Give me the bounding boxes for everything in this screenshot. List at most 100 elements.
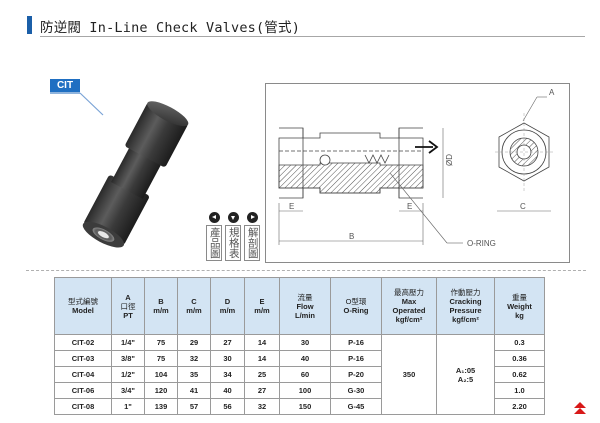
cell-weight: 2.20 — [494, 398, 545, 415]
cell-model: CIT-02 — [54, 334, 112, 351]
cell-pt: 3/4" — [111, 382, 145, 399]
col-header-b: B m/m — [144, 277, 178, 335]
cell-flow: 30 — [279, 334, 331, 351]
header-zh: 流量 — [297, 292, 313, 302]
nav-label-text: 產品圖 — [208, 227, 221, 259]
header-zh: 口徑 — [120, 301, 136, 311]
nav-spec-table[interactable]: 規格表 — [225, 212, 241, 261]
col-header-max-pressure: 最高壓力 Max Operated kgf/cm² — [381, 277, 437, 335]
cell-oring: G-45 — [330, 398, 382, 415]
table-row: CIT-06 3/4" 120 41 40 27 100 G-30 1.0 — [54, 382, 545, 399]
cell-b: 75 — [144, 350, 178, 367]
header-en: Weight — [507, 301, 532, 311]
header-zh: O型環 — [345, 297, 367, 306]
cell-b: 104 — [144, 366, 178, 383]
header-unit: kgf/cm² — [452, 315, 479, 324]
col-header-d: D m/m — [210, 277, 245, 335]
cell-flow: 150 — [279, 398, 331, 415]
cell-c: 41 — [177, 382, 211, 399]
title-marker — [27, 16, 32, 34]
cell-weight: 0.3 — [494, 334, 545, 351]
header-unit: kg — [515, 310, 524, 320]
dim-label-oring: O-RING — [467, 239, 496, 248]
header-en: E — [259, 297, 265, 306]
cell-max-pressure: 350 — [381, 334, 437, 415]
dim-label-d: ØD — [445, 154, 454, 166]
cell-model: CIT-04 — [54, 366, 112, 383]
cell-b: 75 — [144, 334, 178, 351]
cell-pt: 3/8" — [111, 350, 145, 367]
header-en: Cracking — [449, 297, 482, 306]
cell-pt: 1/4" — [111, 334, 145, 351]
dim-label-e-right: E — [407, 202, 412, 211]
cell-c: 57 — [177, 398, 211, 415]
cell-weight: 1.0 — [494, 382, 545, 399]
col-header-e: E m/m — [244, 277, 280, 335]
cell-b: 120 — [144, 382, 178, 399]
left-arrow-circle-icon — [208, 212, 220, 223]
cell-weight: 0.36 — [494, 350, 545, 367]
cell-d: 56 — [210, 398, 245, 415]
nav-label-text: 規格表 — [227, 227, 240, 259]
cell-oring: G-30 — [330, 382, 382, 399]
cell-pt: 1/2" — [111, 366, 145, 383]
header-unit: m/m — [254, 306, 270, 315]
header-en: PT — [123, 310, 133, 320]
nav-cutaway[interactable]: 解剖圖 — [244, 212, 260, 261]
model-tag: CIT — [50, 79, 80, 92]
cell-model: CIT-06 — [54, 382, 112, 399]
dim-label-e-left: E — [289, 202, 294, 211]
page-title: 防逆閥 In-Line Check Valves(管式) — [40, 20, 301, 36]
dim-label-a: A — [549, 88, 555, 97]
cell-model: CIT-03 — [54, 350, 112, 367]
cell-e: 14 — [244, 350, 280, 367]
cell-oring: P-16 — [330, 350, 382, 367]
col-header-pt: A 口徑 PT — [111, 277, 145, 335]
spec-table: 型式編號 Model A 口徑 PT B m/m C m/m D m/m E — [54, 277, 545, 415]
nav-label-text: 解剖圖 — [246, 227, 259, 259]
cell-e: 32 — [244, 398, 280, 415]
dim-label-c: C — [520, 202, 526, 211]
col-header-c: C m/m — [177, 277, 211, 335]
cell-b: 139 — [144, 398, 178, 415]
cell-d: 40 — [210, 382, 245, 399]
table-row: CIT-02 1/4" 75 29 27 14 30 P-16 350 A₁:0… — [54, 334, 545, 415]
header-zh: 作動壓力 — [450, 288, 481, 297]
table-row: CIT-08 1" 139 57 56 32 150 G-45 2.20 — [54, 398, 545, 415]
page-header: 防逆閥 In-Line Check Valves(管式) — [27, 14, 587, 38]
cell-c: 35 — [177, 366, 211, 383]
table-header-row: 型式編號 Model A 口徑 PT B m/m C m/m D m/m E — [54, 277, 545, 335]
header-en: Flow — [296, 301, 314, 311]
cell-cracking-pressure: A₁:05 A₂:5 — [436, 334, 495, 415]
header-en: Operated — [392, 306, 426, 315]
cell-oring: P-20 — [330, 366, 382, 383]
header-en: Pressure — [449, 306, 482, 315]
header-unit: m/m — [219, 306, 236, 315]
cell-c: 32 — [177, 350, 211, 367]
nav-product-image-label: 產品圖 — [206, 225, 222, 261]
cracking-a2: A₂:5 — [457, 374, 474, 384]
col-header-weight: 重量 Weight kg — [494, 277, 545, 335]
model-tag-underline — [50, 92, 80, 94]
col-header-model: 型式編號 Model — [54, 277, 112, 335]
nav-cutaway-label: 解剖圖 — [244, 225, 260, 261]
cell-weight: 0.62 — [494, 366, 545, 383]
cell-flow: 100 — [279, 382, 331, 399]
header-en: D — [224, 297, 231, 306]
cell-e: 27 — [244, 382, 280, 399]
title-underline — [40, 36, 585, 37]
cell-d: 30 — [210, 350, 245, 367]
col-header-cracking-pressure: 作動壓力 Cracking Pressure kgf/cm² — [436, 277, 495, 335]
section-separator — [26, 270, 586, 271]
header-unit: m/m — [153, 306, 169, 315]
back-to-top-icon[interactable] — [573, 402, 587, 416]
nav-product-image[interactable]: 產品圖 — [206, 212, 222, 261]
valve-product-image — [82, 101, 189, 248]
cell-d: 34 — [210, 366, 245, 383]
cell-flow: 60 — [279, 366, 331, 383]
header-en: C — [191, 297, 197, 306]
header-en: A — [125, 292, 131, 302]
cell-model: CIT-08 — [54, 398, 112, 415]
header-unit: kgf/cm² — [395, 315, 423, 324]
col-header-oring: O型環 O-Ring — [330, 277, 382, 335]
